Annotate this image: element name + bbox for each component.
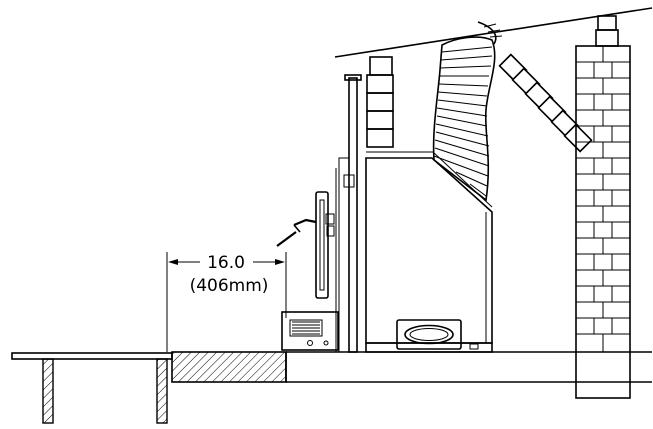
surround-panel (335, 77, 358, 353)
brick-chimney-wall (575, 15, 631, 399)
surround-top (344, 74, 362, 81)
clearance-dimension: 16.0 (406mm) (166, 252, 287, 352)
chimney-liner (432, 21, 503, 202)
hearth-leg-left (42, 358, 54, 424)
hearth-extension (11, 352, 173, 424)
smoke-chamber-bricks (498, 53, 593, 153)
dimension-metric: (406mm) (190, 276, 269, 296)
door-handle (293, 218, 317, 227)
fireplace-floor (285, 351, 652, 383)
noncombustible-hearth (171, 351, 287, 383)
door-assembly (276, 191, 335, 299)
insert-body (365, 151, 493, 353)
chimney-column-inner (366, 56, 394, 148)
base-shroud (281, 311, 339, 351)
power-switch (469, 343, 479, 350)
dimension-value: 16.0 (207, 253, 245, 273)
convection-grille (396, 319, 462, 350)
hearth-leg-right (156, 358, 168, 424)
